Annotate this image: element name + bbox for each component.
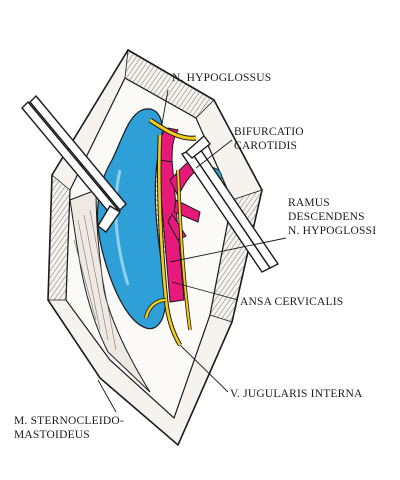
- label-sternocleido-line-2: MASTOIDEUS: [14, 429, 90, 441]
- leader-jugularis: [179, 344, 229, 393]
- vein-highlight: [114, 169, 130, 286]
- leader-ramus: [169, 237, 287, 263]
- leader-sternocleido: [97, 379, 117, 413]
- leader-ansa: [171, 281, 239, 301]
- retractor-left: [21, 94, 127, 233]
- label-sternocleido-line-1: M. STERNOCLEIDO-: [14, 415, 124, 427]
- label-ramus-descendens: RAMUS DESCENDENS N. HYPOGLOSSI: [288, 196, 376, 238]
- skin-margin-left: [47, 174, 71, 301]
- label-bifurcatio-line-2: CAROTIDIS: [234, 140, 298, 152]
- sternocleidomastoid-muscle: [69, 189, 151, 393]
- leader-bifurcatio: [195, 139, 233, 169]
- label-ramus-line-1: RAMUS: [288, 197, 330, 209]
- label-ramus-line-2: DESCENDENS: [288, 211, 365, 223]
- muscle-fibers: [73, 209, 117, 351]
- skin-margin-top: [124, 49, 215, 119]
- leader-lines: [97, 89, 287, 413]
- label-bifurcatio-carotidis: BIFURCATIO CAROTIDIS: [234, 125, 304, 153]
- label-ansa-cervicalis: ANSA CERVICALIS: [240, 296, 344, 308]
- label-ramus-line-3: N. HYPOGLOSSI: [288, 225, 377, 237]
- label-m-sternocleidomastoideus: M. STERNOCLEIDO- MASTOIDEUS: [14, 414, 124, 442]
- label-bifurcatio-line-1: BIFURCATIO: [234, 126, 304, 138]
- leader-hypoglossus: [161, 89, 169, 125]
- label-v-jugularis-interna: V. JUGULARIS INTERNA: [230, 388, 363, 400]
- retractor-right: [180, 134, 280, 273]
- label-n-hypoglossus: N. HYPOGLOSSUS: [172, 72, 272, 84]
